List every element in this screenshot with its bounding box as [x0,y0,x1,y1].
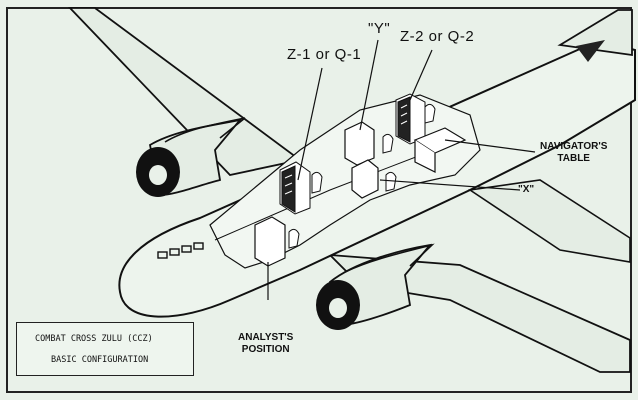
label-navigators-line2: TABLE [557,153,590,164]
horizontal-stabilizer [467,179,631,263]
label-analysts-position: ANALYST'S POSITION [238,332,293,356]
label-navigators-line1: NAVIGATOR'S [540,141,608,152]
seats [288,103,436,249]
label-navigators-table: NAVIGATOR'S TABLE [540,141,607,165]
leader-lines [267,39,536,300]
label-y: "Y" [368,20,391,37]
label-z1-or-q1: Z-1 or Q-1 [287,46,362,63]
caption-box: COMBAT CROSS ZULU (CCZ) BASIC CONFIGURAT… [16,322,194,376]
page-border [6,7,632,393]
caption-subtitle: BASIC CONFIGURATION [51,355,149,365]
label-x: "X" [518,184,535,195]
console-x [351,159,379,199]
navigator-table [413,127,467,173]
right-engine [316,243,435,330]
label-analysts-line2: POSITION [241,344,290,355]
console-z2 [395,93,426,145]
console-analyst [254,216,286,267]
console-z1 [279,161,311,215]
tail-fin [557,9,633,57]
label-analysts-line1: ANALYST'S [238,332,294,343]
console-y [344,121,375,166]
caption-title: COMBAT CROSS ZULU (CCZ) [35,334,153,344]
left-engine [136,117,246,197]
tail-marking [576,40,605,62]
cockpit-windows [157,242,204,259]
label-z2-or-q2: Z-2 or Q-2 [400,28,475,45]
